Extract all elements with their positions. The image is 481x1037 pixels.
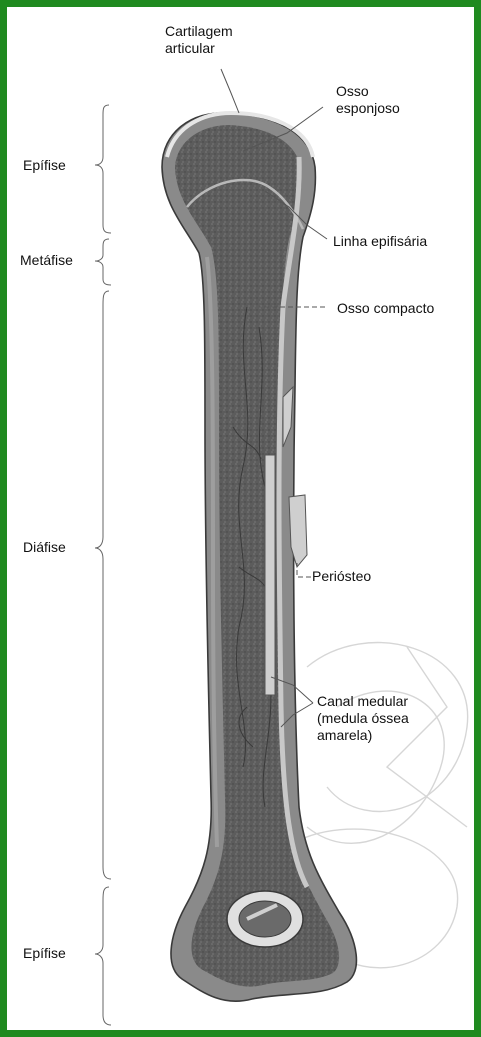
label-epifise-bottom: Epífise <box>23 945 66 962</box>
brace-epifise-bottom <box>95 887 111 1025</box>
bone-illustration <box>7 7 474 1030</box>
label-canal-medular: Canal medular (medula óssea amarela) <box>317 693 457 744</box>
label-cartilagem-articular: Cartilagem articular <box>165 23 245 57</box>
label-linha-epifisaria: Linha epifisária <box>333 233 427 250</box>
label-epifise-top: Epífise <box>23 157 66 174</box>
region-braces <box>95 105 111 1025</box>
label-osso-esponjoso: Osso esponjoso <box>336 83 414 117</box>
label-diafise: Diáfise <box>23 539 66 556</box>
label-metafise: Metáfise <box>20 252 73 269</box>
leader-cartilagem <box>221 69 239 113</box>
label-osso-compacto: Osso compacto <box>337 300 434 317</box>
brace-diafise <box>95 291 111 879</box>
brace-metafise <box>95 239 111 285</box>
brace-epifise-top <box>95 105 111 233</box>
label-periosteo: Periósteo <box>312 568 371 585</box>
